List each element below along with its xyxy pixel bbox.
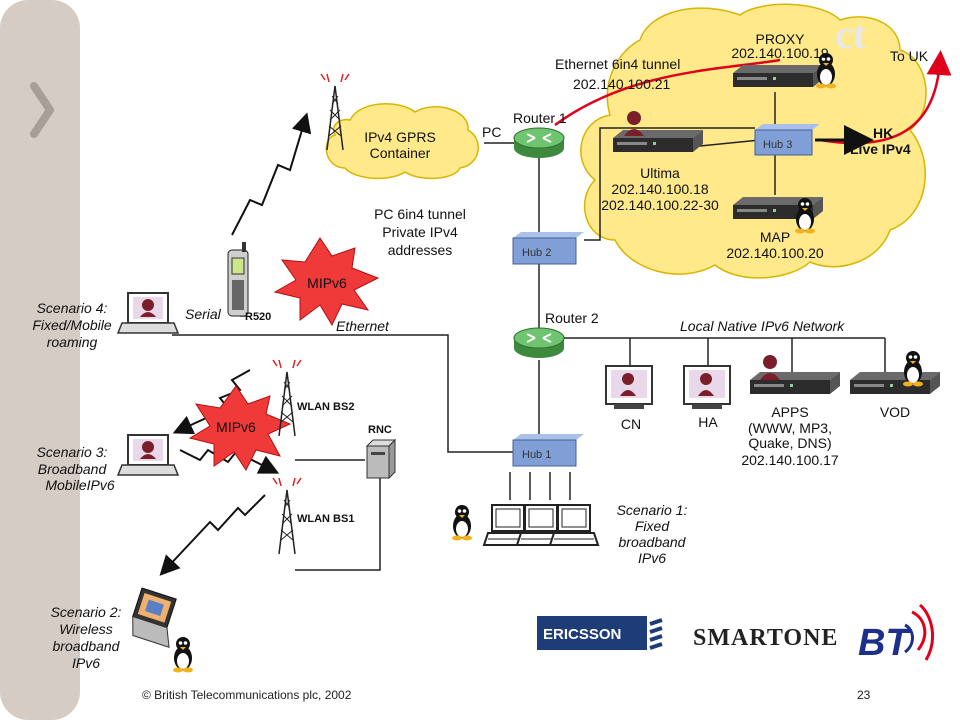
ultima-label: Ultima	[640, 165, 680, 181]
rnc-label: RNC	[368, 424, 392, 436]
bt-logo-text: BT	[858, 622, 911, 664]
ha-host-icon	[683, 365, 731, 410]
footer-copyright: © British Telecommunications plc, 2002	[142, 688, 352, 702]
scenario3-line1: Scenario 3:	[37, 444, 108, 460]
hub1: Hub 1	[512, 434, 584, 467]
ultima-ip2-label: 202.140.100.22-30	[601, 197, 719, 213]
scenario3-laptop-icon	[117, 434, 179, 476]
terminal-icon-3	[549, 504, 599, 546]
ericsson-logo-text: ERICSSON	[543, 626, 621, 643]
wireless-links	[159, 112, 312, 576]
scenario1-tux-icon	[452, 505, 472, 541]
scenario2-line2: Wireless	[59, 621, 113, 637]
scenario2-line1: Scenario 2:	[51, 604, 122, 620]
smartone-logo-text: SMARTONE	[693, 625, 838, 651]
pc-tunnel-line1: PC 6in4 tunnel	[374, 206, 466, 222]
cn-label: CN	[621, 416, 641, 432]
vod-label: VOD	[880, 404, 910, 420]
hk-label: HK	[873, 125, 893, 141]
router1-label: Router 1	[513, 110, 567, 126]
smartone-logo: SMARTONE	[693, 625, 838, 651]
vod-server-icon	[850, 372, 940, 394]
wlan-bs1-label: WLAN BS1	[297, 513, 354, 525]
proxy-server-icon	[733, 65, 823, 87]
apps-avatar-icon	[760, 355, 780, 380]
to-uk-arrow	[819, 50, 952, 145]
serial-label: Serial	[185, 306, 222, 322]
apps-server-icon	[750, 372, 840, 394]
hub2: Hub 2	[512, 232, 584, 265]
ethernet-tunnel-curve	[554, 58, 781, 127]
bt-logo: BT	[858, 603, 934, 664]
scenario3-line3: MobileIPv6	[45, 477, 114, 493]
scenario1-line4: IPv6	[638, 550, 666, 566]
ultima-avatar-icon	[624, 111, 644, 136]
title-fragment: ct	[835, 12, 867, 57]
apps-ip-label: 202.140.100.17	[741, 452, 839, 468]
scenario4-laptop-icon	[117, 292, 179, 334]
ethernet-label: Ethernet	[336, 318, 390, 334]
scenario1-line2: Fixed	[635, 518, 670, 534]
ultima-ip1-label: 202.140.100.18	[611, 181, 709, 197]
mipv6-top-label: MIPv6	[307, 275, 347, 291]
proxy-ip-label: 202.140.100.19	[731, 45, 829, 61]
apps-line1: APPS	[771, 404, 808, 420]
r520-phone-icon	[227, 242, 249, 317]
chevron-right-icon	[30, 82, 54, 138]
cn-host-icon	[605, 365, 653, 410]
scenario2-tux-icon	[173, 637, 193, 673]
proxy-label: PROXY	[755, 31, 805, 47]
ha-label: HA	[698, 414, 718, 430]
router1-icon	[513, 127, 565, 159]
apps-line2: (WWW, MP3,	[748, 420, 832, 436]
mipv6-burst-bottom	[188, 385, 292, 471]
gprs-label-line2: Container	[370, 145, 431, 161]
hub3: Hub 3	[754, 124, 820, 156]
scenario2-line4: IPv6	[72, 655, 100, 671]
eth-tunnel-ip-label: 202.140.100.21	[573, 76, 671, 92]
to-uk-label: To UK	[890, 48, 929, 64]
mipv6-burst-top	[273, 237, 380, 327]
hub3-label: Hub 3	[763, 139, 792, 151]
footer-page-number: 23	[857, 688, 871, 702]
map-ip-label: 202.140.100.20	[726, 245, 824, 261]
sidebar-panel	[0, 0, 80, 720]
scenario3-line2: Broadband	[38, 461, 108, 477]
scenario1-line1: Scenario 1:	[617, 502, 688, 518]
hub2-label: Hub 2	[522, 247, 551, 259]
local-native-label: Local Native IPv6 Network	[680, 318, 845, 334]
map-label: MAP	[760, 229, 790, 245]
gprs-label-line1: IPv4 GPRS	[364, 129, 436, 145]
scenario1-line3: broadband	[619, 534, 687, 550]
hub1-label: Hub 1	[522, 449, 551, 461]
router2-icon	[513, 327, 565, 359]
pc-label: PC	[482, 124, 501, 140]
scenario2-laptop-icon	[132, 587, 177, 648]
router2-label: Router 2	[545, 310, 599, 326]
mipv6-bottom-label: MIPv6	[216, 419, 256, 435]
scenario4-line3: roaming	[47, 334, 98, 350]
network-links	[172, 92, 886, 571]
pc-tunnel-line3: addresses	[388, 242, 453, 258]
pc-tunnel-line2: Private IPv4	[382, 224, 458, 240]
wlan-bs2-label: WLAN BS2	[297, 401, 354, 413]
scenario2-line3: broadband	[53, 638, 121, 654]
ericsson-logo: ERICSSON	[537, 616, 663, 650]
apps-line3: Quake, DNS)	[748, 435, 831, 451]
scenario4-line2: Fixed/Mobile	[32, 317, 112, 333]
scenario4-line1: Scenario 4:	[37, 300, 108, 316]
rnc-icon	[365, 438, 397, 480]
r520-label: R520	[245, 311, 271, 323]
eth-tunnel-label: Ethernet 6in4 tunnel	[555, 56, 680, 72]
hk-live-label: Live IPv4	[850, 141, 911, 157]
